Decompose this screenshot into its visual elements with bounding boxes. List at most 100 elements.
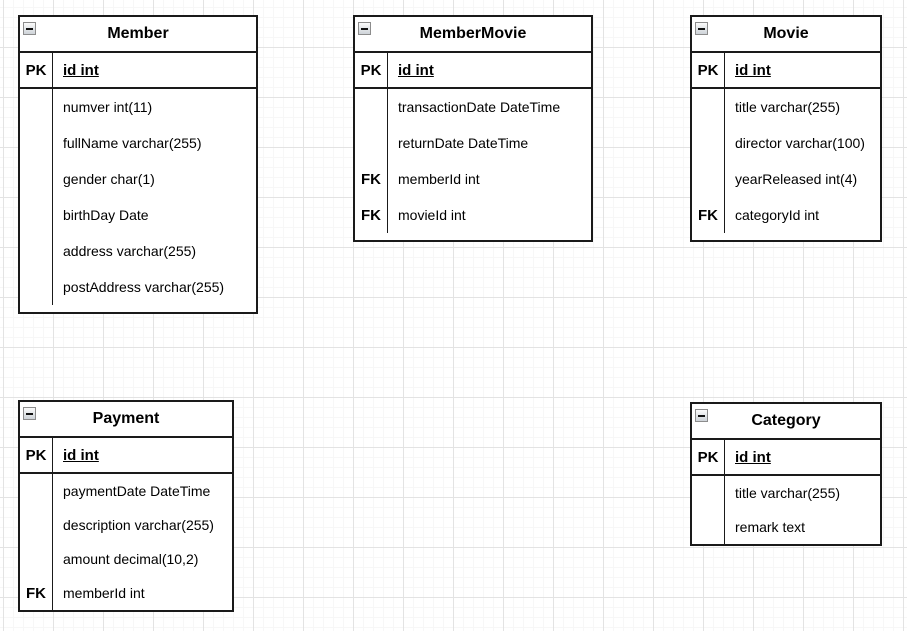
key-cell[interactable] xyxy=(20,125,53,161)
entity-header[interactable]: Member xyxy=(20,17,256,53)
key-cell[interactable] xyxy=(20,269,53,305)
entity-table-payment[interactable]: Payment PK id int paymentDate DateTime d… xyxy=(18,400,234,612)
entity-table-membermovie[interactable]: MemberMovie PK id int transactionDate Da… xyxy=(353,15,593,242)
table-row[interactable]: returnDate DateTime xyxy=(355,125,591,161)
table-row[interactable]: yearReleased int(4) xyxy=(692,161,880,197)
key-cell[interactable] xyxy=(355,89,388,125)
entity-title: Movie xyxy=(763,25,809,42)
key-cell[interactable]: PK xyxy=(355,53,388,87)
table-row[interactable]: FK movieId int xyxy=(355,197,591,233)
table-row[interactable]: fullName varchar(255) xyxy=(20,125,256,161)
key-cell[interactable] xyxy=(692,510,725,544)
collapse-button[interactable] xyxy=(358,22,371,35)
field-cell[interactable]: yearReleased int(4) xyxy=(735,171,858,187)
table-row[interactable]: transactionDate DateTime xyxy=(355,89,591,125)
key-cell[interactable] xyxy=(692,161,725,197)
key-cell[interactable] xyxy=(355,125,388,161)
entity-table-movie[interactable]: Movie PK id int title varchar(255) direc… xyxy=(690,15,882,242)
entity-header[interactable]: Payment xyxy=(20,402,232,438)
field-cell[interactable]: id int xyxy=(63,61,99,79)
field-cell[interactable]: transactionDate DateTime xyxy=(398,99,561,115)
entity-title: MemberMovie xyxy=(419,25,527,42)
key-cell[interactable]: FK xyxy=(355,161,388,197)
primary-key-row[interactable]: PK id int xyxy=(355,53,591,89)
key-cell[interactable] xyxy=(20,161,53,197)
row-filler xyxy=(20,305,256,312)
key-cell[interactable] xyxy=(692,89,725,125)
key-cell[interactable] xyxy=(20,508,53,542)
key-cell[interactable] xyxy=(692,125,725,161)
collapse-button[interactable] xyxy=(695,409,708,422)
key-cell[interactable]: FK xyxy=(692,197,725,233)
field-cell[interactable]: amount decimal(10,2) xyxy=(63,551,199,567)
entity-header[interactable]: Category xyxy=(692,404,880,440)
entity-table-category[interactable]: Category PK id int title varchar(255) re… xyxy=(690,402,882,546)
collapse-button[interactable] xyxy=(695,22,708,35)
field-cell[interactable]: postAddress varchar(255) xyxy=(63,279,225,295)
minus-icon xyxy=(698,414,705,417)
field-cell[interactable]: paymentDate DateTime xyxy=(63,483,211,499)
field-cell[interactable]: title varchar(255) xyxy=(735,485,841,501)
entity-title: Member xyxy=(107,25,169,42)
primary-key-row[interactable]: PK id int xyxy=(692,440,880,476)
key-cell[interactable] xyxy=(20,197,53,233)
entity-table-member[interactable]: Member PK id int numver int(11) fullName… xyxy=(18,15,258,314)
field-cell[interactable]: remark text xyxy=(735,519,806,535)
table-row[interactable]: FK memberId int xyxy=(20,576,232,610)
table-row[interactable]: paymentDate DateTime xyxy=(20,474,232,508)
key-cell[interactable]: PK xyxy=(692,440,725,474)
key-cell[interactable]: FK xyxy=(20,576,53,610)
collapse-button[interactable] xyxy=(23,22,36,35)
field-cell[interactable]: memberId int xyxy=(63,585,145,601)
key-cell[interactable]: FK xyxy=(355,197,388,233)
field-cell[interactable]: returnDate DateTime xyxy=(398,135,529,151)
field-cell[interactable]: id int xyxy=(735,448,771,466)
field-cell[interactable]: numver int(11) xyxy=(63,99,153,115)
key-cell[interactable] xyxy=(692,476,725,510)
table-row[interactable]: numver int(11) xyxy=(20,89,256,125)
minus-icon xyxy=(361,27,368,30)
field-cell[interactable]: id int xyxy=(735,61,771,79)
primary-key-row[interactable]: PK id int xyxy=(20,438,232,474)
entity-title: Payment xyxy=(92,410,160,427)
field-cell[interactable]: movieId int xyxy=(398,207,466,223)
table-row[interactable]: title varchar(255) xyxy=(692,476,880,510)
collapse-button[interactable] xyxy=(23,407,36,420)
table-row[interactable]: director varchar(100) xyxy=(692,125,880,161)
field-cell[interactable]: memberId int xyxy=(398,171,480,187)
table-row[interactable]: remark text xyxy=(692,510,880,544)
field-cell[interactable]: fullName varchar(255) xyxy=(63,135,202,151)
key-cell[interactable] xyxy=(20,542,53,576)
table-row[interactable]: birthDay Date xyxy=(20,197,256,233)
field-cell[interactable]: gender char(1) xyxy=(63,171,155,187)
field-cell[interactable]: birthDay Date xyxy=(63,207,149,223)
key-cell[interactable] xyxy=(20,233,53,269)
key-cell[interactable] xyxy=(20,89,53,125)
field-cell[interactable]: director varchar(100) xyxy=(735,135,865,151)
table-row[interactable]: address varchar(255) xyxy=(20,233,256,269)
primary-key-row[interactable]: PK id int xyxy=(20,53,256,89)
entity-header[interactable]: Movie xyxy=(692,17,880,53)
key-cell[interactable]: PK xyxy=(20,53,53,87)
row-filler xyxy=(355,233,591,240)
field-cell[interactable]: title varchar(255) xyxy=(735,99,841,115)
table-row[interactable]: gender char(1) xyxy=(20,161,256,197)
field-cell[interactable]: categoryId int xyxy=(735,207,820,223)
key-cell[interactable]: PK xyxy=(692,53,725,87)
field-cell[interactable]: description varchar(255) xyxy=(63,517,214,533)
table-row[interactable]: amount decimal(10,2) xyxy=(20,542,232,576)
primary-key-row[interactable]: PK id int xyxy=(692,53,880,89)
field-cell[interactable]: id int xyxy=(63,446,99,464)
field-cell[interactable]: address varchar(255) xyxy=(63,243,197,259)
table-row[interactable]: postAddress varchar(255) xyxy=(20,269,256,305)
table-row[interactable]: FK categoryId int xyxy=(692,197,880,233)
field-cell[interactable]: id int xyxy=(398,61,434,79)
key-cell[interactable] xyxy=(20,474,53,508)
minus-icon xyxy=(698,27,705,30)
table-row[interactable]: description varchar(255) xyxy=(20,508,232,542)
table-row[interactable]: title varchar(255) xyxy=(692,89,880,125)
key-cell[interactable]: PK xyxy=(20,438,53,472)
entity-header[interactable]: MemberMovie xyxy=(355,17,591,53)
table-row[interactable]: FK memberId int xyxy=(355,161,591,197)
